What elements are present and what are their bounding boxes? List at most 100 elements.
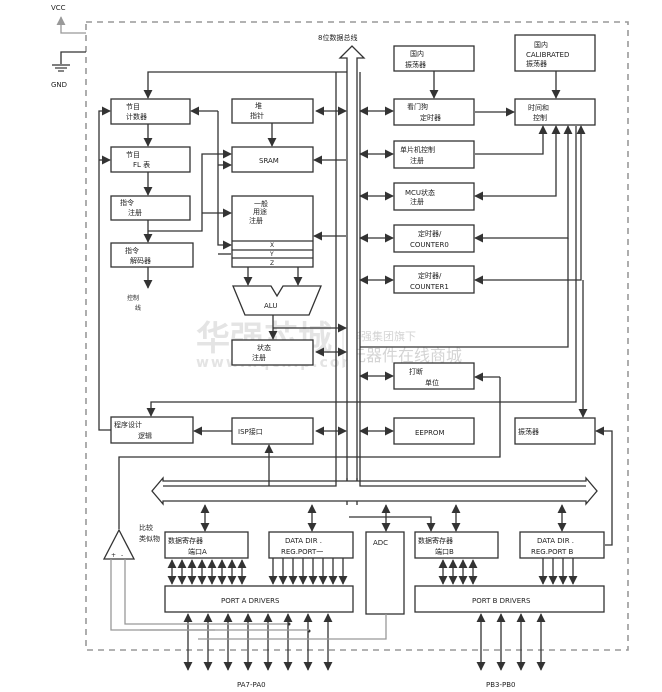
svg-text:-: - [121, 552, 123, 559]
svg-text:控制: 控制 [533, 113, 547, 122]
timing-and-control: 时间和 控制 [514, 98, 596, 126]
svg-text:解码器: 解码器 [130, 256, 151, 265]
svg-text:节目: 节目 [126, 151, 140, 159]
port-a-register-links [167, 559, 247, 585]
data-dir-reg-port-b: DATA DIR . REG.PORT B [519, 531, 605, 559]
svg-text:国内: 国内 [410, 49, 424, 58]
svg-text:用途: 用途 [253, 207, 267, 216]
svg-text:COUNTER1: COUNTER1 [410, 283, 449, 291]
svg-text:ALU: ALU [264, 302, 277, 310]
svg-text:指令: 指令 [120, 198, 134, 207]
svg-text:打断: 打断 [409, 367, 423, 376]
watermark-line1: 华强集团旗下 [350, 329, 416, 343]
watchdog-timer: 看门狗 定时器 [393, 98, 475, 126]
svg-text:SRAM: SRAM [259, 157, 279, 165]
sram: SRAM [231, 146, 314, 173]
svg-text:数据寄存器: 数据寄存器 [418, 536, 453, 545]
svg-text:CALIBRATED: CALIBRATED [526, 51, 569, 59]
eeprom: EEPROM [393, 417, 475, 445]
timer-counter0: 定时器/ COUNTER0 [393, 224, 475, 253]
register-y: Y [269, 251, 274, 258]
svg-text:注册: 注册 [410, 156, 424, 165]
svg-text:FL 表: FL 表 [133, 160, 150, 169]
internal-oscillator: 国内 振荡器 [393, 45, 475, 72]
svg-text:单片机控制: 单片机控制 [400, 145, 435, 154]
svg-text:+: + [111, 552, 116, 559]
svg-text:堆: 堆 [255, 101, 262, 110]
svg-text:注册: 注册 [410, 197, 424, 206]
svg-text:指针: 指针 [250, 111, 264, 120]
svg-text:PORT B DRIVERS: PORT B DRIVERS [472, 597, 531, 605]
data-bus-label: 8位数据总线 [318, 33, 357, 42]
svg-text:指令: 指令 [125, 246, 139, 255]
svg-text:振荡器: 振荡器 [405, 60, 426, 69]
port-a-pins [183, 613, 333, 671]
gnd-symbol: GND [51, 51, 86, 89]
status-register: 状态 注册 [231, 339, 314, 366]
general-purpose-registers: 一般 用途 注册 X Y Z [231, 195, 314, 268]
svg-text:MCU状态: MCU状态 [405, 188, 435, 197]
svg-text:定时器/: 定时器/ [418, 271, 442, 280]
svg-text:振荡器: 振荡器 [518, 427, 539, 436]
svg-text:计数器: 计数器 [126, 112, 147, 121]
gnd-label: GND [51, 81, 67, 89]
pin-label-port-a: PA7-PA0 [237, 681, 266, 689]
data-bus-vertical: 8位数据总线 [318, 33, 366, 505]
port-b-ddr-links [538, 558, 578, 585]
svg-text:EEPROM: EEPROM [415, 429, 444, 437]
svg-text:数据寄存器: 数据寄存器 [168, 536, 203, 545]
svg-text:线: 线 [135, 304, 141, 312]
svg-text:国内: 国内 [534, 40, 548, 49]
svg-text:注册: 注册 [252, 353, 266, 362]
svg-text:定时器/: 定时器/ [418, 229, 442, 238]
analog-comparator: + - 比较 类似物 [102, 523, 160, 560]
watermark-line2: 元器件在线商城 [350, 346, 462, 365]
interrupt-unit: 打断 单位 [393, 362, 475, 390]
isp-interface: ISP接口 [231, 417, 314, 445]
svg-text:REG.PORT B: REG.PORT B [531, 548, 574, 556]
svg-text:看门狗: 看门狗 [407, 102, 428, 111]
programming-logic: 程序设计 逻辑 [110, 416, 194, 444]
port-a-ddr-links [268, 558, 348, 585]
svg-text:控制: 控制 [127, 294, 139, 302]
data-bus-horizontal [151, 476, 598, 506]
data-register-port-b: 数据寄存器 端口B [414, 531, 499, 559]
timer-counter1: 定时器/ COUNTER1 [393, 265, 475, 294]
svg-text:注册: 注册 [249, 216, 263, 225]
instruction-decoder: 指令 解码器 [110, 242, 194, 268]
program-flash: 节目 FL 表 [110, 146, 191, 173]
svg-text:比较: 比较 [139, 523, 153, 532]
adc: ADC [365, 531, 405, 615]
svg-text:状态: 状态 [257, 343, 271, 352]
svg-text:定时器: 定时器 [420, 113, 441, 122]
svg-text:ISP接口: ISP接口 [238, 427, 263, 436]
svg-text:端口A: 端口A [188, 547, 207, 556]
alu: ALU [232, 285, 322, 316]
connections [98, 71, 613, 546]
port-b-pins [476, 613, 546, 671]
vcc-label: VCC [51, 4, 66, 12]
svg-text:DATA DIR .: DATA DIR . [537, 537, 574, 545]
svg-text:PORT A DRIVERS: PORT A DRIVERS [221, 597, 280, 605]
chip-boundary [85, 21, 629, 651]
svg-text:类似物: 类似物 [139, 534, 160, 543]
svg-text:REG.PORT一: REG.PORT一 [281, 548, 323, 556]
svg-text:DATA DIR .: DATA DIR . [285, 537, 322, 545]
svg-text:一般: 一般 [254, 199, 268, 208]
oscillator: 振荡器 [514, 417, 596, 445]
instruction-register: 指令 注册 [110, 195, 191, 221]
mcu-control-register: 单片机控制 注册 [393, 140, 475, 169]
svg-text:程序设计: 程序设计 [114, 420, 142, 429]
control-lines-label: 控制 线 [127, 294, 141, 312]
port-b-drivers: PORT B DRIVERS [414, 585, 605, 613]
data-register-port-a: 数据寄存器 端口A [164, 531, 249, 559]
port-a-drivers: PORT A DRIVERS [164, 585, 354, 613]
pin-label-port-b: PB3-PB0 [486, 681, 515, 689]
svg-text:时间和: 时间和 [528, 103, 549, 112]
calibrated-oscillator: 国内 CALIBRATED 振荡器 [514, 34, 596, 72]
register-z: Z [270, 260, 274, 267]
stack-pointer: 堆 指针 [231, 98, 314, 124]
svg-text:单位: 单位 [425, 378, 439, 387]
svg-text:节目: 节目 [126, 103, 140, 111]
